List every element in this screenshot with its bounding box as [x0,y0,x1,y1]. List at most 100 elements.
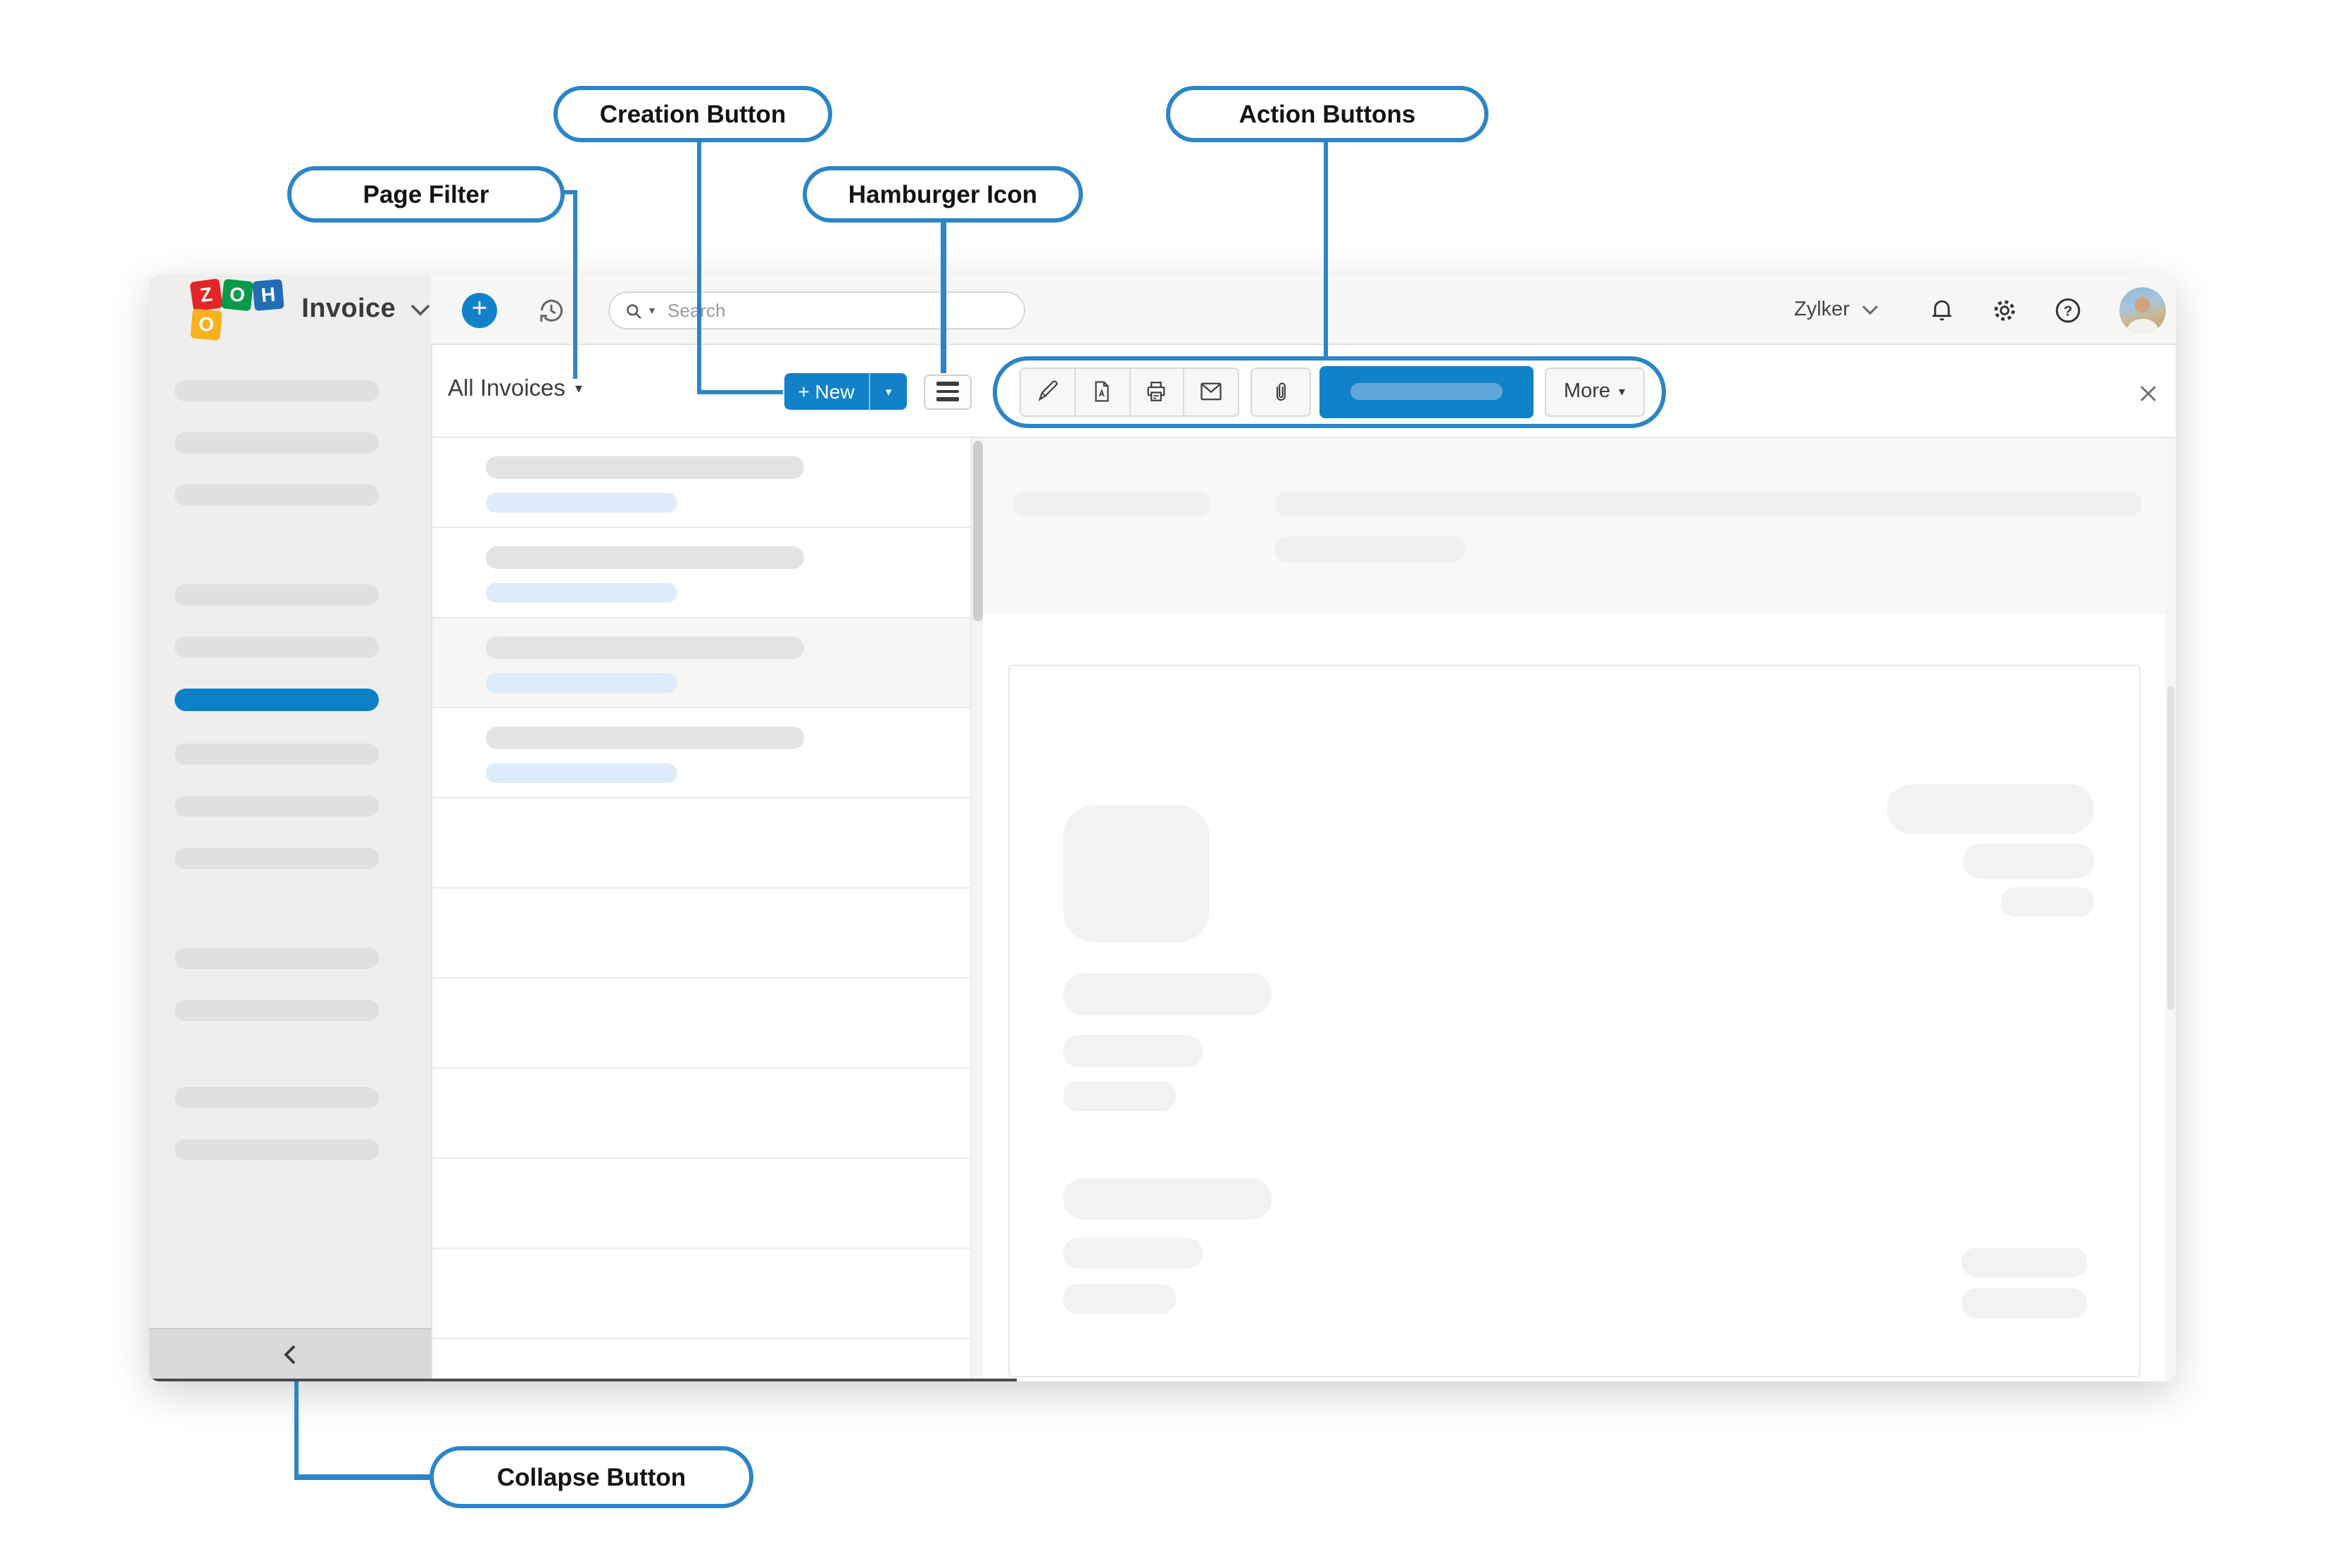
skeleton-bar [1963,843,2094,879]
skeleton-bar [1063,973,1272,1015]
list-item[interactable] [432,437,984,527]
global-search[interactable]: ▾ [608,291,1025,330]
new-invoice-button[interactable]: + New ▾ [784,373,907,410]
sidebar-item[interactable] [175,948,379,969]
user-avatar[interactable] [2119,287,2167,333]
callout-collapse-label: Collapse Button [496,1462,687,1491]
list-item[interactable] [432,708,984,798]
app-switcher-chevron-icon[interactable] [410,303,431,317]
quick-create-button[interactable]: + [462,293,497,328]
skeleton-subtitle-bar [486,492,677,512]
new-invoice-dropdown[interactable]: ▾ [869,373,907,410]
list-item[interactable] [432,978,984,1068]
sidebar-item[interactable] [175,484,379,506]
skeleton-bar [1887,784,2094,834]
bell-icon [1933,300,1952,321]
list-item[interactable] [432,1248,984,1338]
list-item[interactable] [432,888,984,978]
list-item[interactable] [432,527,984,617]
connector-hamburger-vertical [941,220,946,373]
paperclip-icon [1276,382,1286,401]
pencil-icon [1038,380,1058,402]
skeleton-subtitle-bar [486,763,677,782]
chevron-down-icon: ▾ [1619,384,1626,399]
sidebar-item[interactable] [175,848,379,869]
callout-collapse-button: Collapse Button [430,1446,753,1508]
detail-body [983,614,2176,1381]
skeleton-bar [1962,1288,2087,1318]
notifications-button[interactable] [1929,296,1957,324]
sidebar-item[interactable] [175,380,379,401]
detail-header-band [983,437,2176,614]
sidebar-navigation [149,345,431,1328]
svg-text:?: ? [2064,303,2073,318]
list-item[interactable] [432,1158,984,1248]
action-button-group [1020,368,1239,416]
list-options-hamburger-button[interactable] [924,374,971,409]
org-name[interactable]: Zylker [1794,299,1850,321]
connector-collapse-horizontal [294,1474,430,1479]
pdf-button[interactable] [1074,369,1129,415]
skeleton-bar [1274,491,2142,517]
sidebar-item[interactable] [175,796,379,817]
detail-scrollbar[interactable] [2165,437,2176,1381]
callout-action-buttons: Action Buttons [1166,86,1488,142]
list-item[interactable] [432,1338,984,1381]
sidebar-collapse-button[interactable] [149,1328,431,1379]
callout-page-filter: Page Filter [287,166,565,222]
search-scope-chevron-icon[interactable]: ▾ [649,304,656,317]
logo-letter-h: H [252,279,284,311]
list-scrollbar-thumb[interactable] [973,440,983,620]
skeleton-bar [1962,1248,2087,1277]
list-item-highlighted[interactable] [432,617,984,708]
sidebar-item[interactable] [175,744,379,765]
email-button[interactable] [1183,369,1239,415]
invoice-preview-card [1008,665,2140,1376]
print-button[interactable] [1129,369,1184,415]
recent-history-button[interactable] [535,294,568,327]
invoice-list [432,437,984,1381]
close-icon [2140,385,2155,401]
sidebar-item[interactable] [175,1000,379,1021]
close-detail-button[interactable] [2133,379,2162,407]
page-filter-label: All Invoices [448,376,565,401]
list-item[interactable] [432,798,984,888]
edit-button[interactable] [1021,369,1074,415]
sidebar-item[interactable] [175,584,379,606]
skeleton-bar [1063,1035,1203,1067]
more-label: More [1563,380,1610,403]
settings-button[interactable] [1991,295,2020,325]
invoice-list-panel: All Invoices ▾ + New ▾ [431,345,984,1381]
attachments-button[interactable] [1250,368,1310,416]
list-item[interactable] [432,1068,984,1158]
sidebar-item[interactable] [175,636,379,658]
list-scrollbar[interactable] [970,437,983,1381]
more-button[interactable]: More ▾ [1545,368,1644,416]
connector-page-filter-stub [562,189,577,194]
plus-icon: + [462,293,497,328]
skeleton-bar [1274,537,1466,562]
callout-hamburger-label: Hamburger Icon [848,180,1038,208]
org-chevron-icon[interactable] [1862,304,1879,315]
sidebar-item[interactable] [175,1087,379,1108]
topbar-right: Zylker [1794,275,2167,345]
chevron-left-icon [284,1344,296,1364]
page-filter-dropdown[interactable]: All Invoices ▾ [448,376,582,403]
hamburger-icon [936,382,959,386]
detail-scrollbar-thumb[interactable] [2167,685,2174,1009]
detail-toolbar: More ▾ [983,345,2176,437]
help-button[interactable]: ? [2054,295,2083,325]
logo-letter-o2: O [190,308,222,341]
search-input[interactable] [665,299,1010,322]
primary-action-button[interactable] [1319,365,1534,418]
sidebar-item-selected[interactable] [175,689,379,711]
app-name: Invoice [301,294,396,324]
skeleton-title-bar [486,546,804,568]
pdf-file-icon [1095,381,1109,403]
skeleton-bar [1013,491,1211,517]
sidebar-item[interactable] [175,432,379,453]
window-bottom-edge [149,1379,1017,1381]
sidebar-item[interactable] [175,1139,379,1160]
